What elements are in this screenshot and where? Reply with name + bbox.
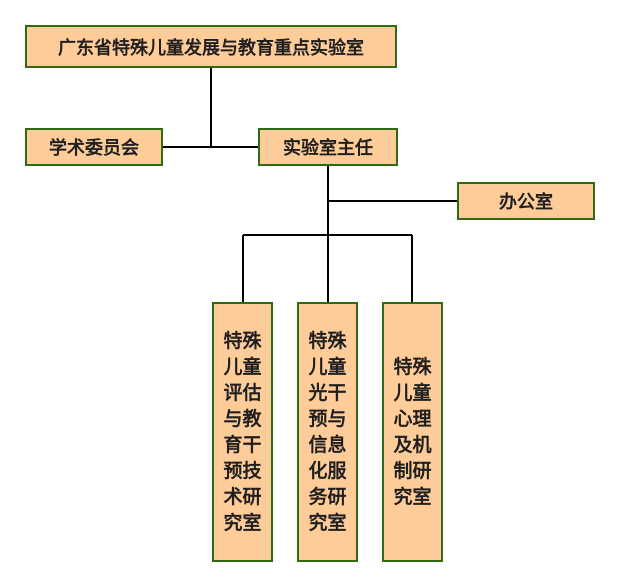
node-academic-committee-label: 学术委员会 — [49, 138, 139, 159]
node-lab-light-intervention: 特殊儿童光干预与信息化服务研究室 — [297, 302, 358, 562]
node-lab-assessment-label: 特殊儿童评估与教育干预技术研究室 — [223, 330, 262, 534]
node-lab-psychology-label: 特殊儿童心理及机制研究室 — [393, 356, 432, 508]
node-office-label: 办公室 — [499, 192, 553, 213]
node-lab-light-intervention-label: 特殊儿童光干预与信息化服务研究室 — [308, 330, 347, 534]
node-director: 实验室主任 — [258, 128, 398, 166]
node-lab-assessment: 特殊儿童评估与教育干预技术研究室 — [212, 302, 273, 562]
node-office: 办公室 — [457, 182, 595, 220]
node-root-label: 广东省特殊儿童发展与教育重点实验室 — [58, 37, 364, 59]
node-academic-committee: 学术委员会 — [25, 128, 163, 166]
node-root: 广东省特殊儿童发展与教育重点实验室 — [25, 25, 397, 68]
node-lab-psychology: 特殊儿童心理及机制研究室 — [382, 302, 443, 562]
node-director-label: 实验室主任 — [283, 138, 373, 159]
